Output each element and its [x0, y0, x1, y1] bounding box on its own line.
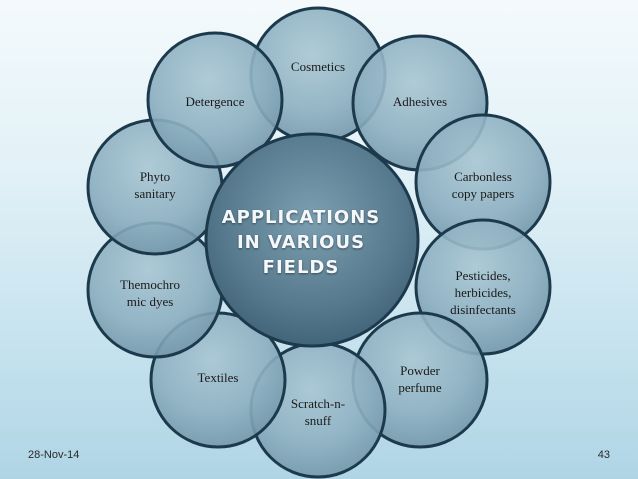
footer-page-number: 43 — [597, 449, 610, 461]
node-circle-detergence — [146, 31, 284, 169]
node-label-cosmetics: Cosmetics — [290, 59, 346, 74]
node-label-textiles: Textiles — [197, 370, 239, 385]
node-label-scratch: Scratch-n- snuff — [290, 396, 346, 428]
node-label-pesticides: Pesticides, herbicides, disinfectants — [450, 268, 516, 317]
node-label-detergence: Detergence — [185, 94, 245, 109]
center-circle — [204, 132, 420, 348]
node-label-thermochromic: Themochro mic dyes — [120, 277, 180, 309]
footer-date: 28-Nov-14 — [28, 449, 80, 461]
node-label-phyto: Phyto sanitary — [134, 169, 176, 201]
node-label-powder: Powder perfume — [398, 363, 442, 395]
node-label-carbonless: Carbonless copy papers — [451, 169, 515, 201]
center-title: Applications in Various Fields — [221, 207, 381, 278]
node-label-adhesives: Adhesives — [392, 94, 448, 109]
